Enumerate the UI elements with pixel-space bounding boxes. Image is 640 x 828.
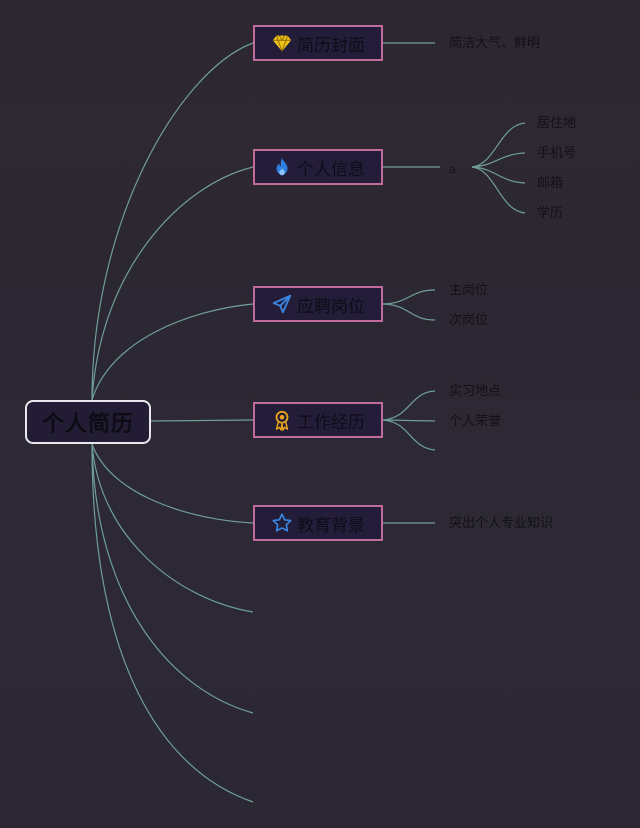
connector-b4-leaf-3 <box>382 419 436 451</box>
branch-node-personal-info[interactable]: 个人信息 <box>253 149 383 185</box>
connector-root-empty-2 <box>91 443 254 714</box>
leaf-secondary-position[interactable]: 次岗位 <box>449 313 489 328</box>
connector-root-branch-4 <box>150 419 254 422</box>
branch-node-position[interactable]: 应聘岗位 <box>253 286 383 322</box>
connector-b3-leaf-2 <box>382 303 436 321</box>
paper-plane-icon <box>271 293 293 315</box>
connector-b4-leaf-2 <box>382 419 436 422</box>
branch-node-work-experience[interactable]: 工作经历 <box>253 402 383 438</box>
diamond-icon <box>271 32 293 54</box>
flame-icon <box>271 156 293 178</box>
leaf-email[interactable]: 邮箱 <box>537 176 564 191</box>
root-label: 个人简历 <box>41 412 134 437</box>
leaf-cover-style[interactable]: 简洁大气、鲜明 <box>449 36 541 51</box>
connector-root-branch-3 <box>91 303 254 401</box>
leaf-phone[interactable]: 手机号 <box>537 146 577 161</box>
branch-label: 应聘岗位 <box>297 296 365 317</box>
connector-root-empty-1 <box>91 443 254 613</box>
leaf-internship-location[interactable]: 实习地点 <box>449 384 502 399</box>
leaf-education-level[interactable]: 学历 <box>537 206 564 221</box>
connector-root-branch-1 <box>91 42 254 401</box>
connector-b3-leaf-1 <box>382 289 436 305</box>
branch-node-cover[interactable]: 简历封面 <box>253 25 383 61</box>
leaf-residence[interactable]: 居住地 <box>537 116 577 131</box>
connector-b2-leaf-1 <box>471 122 526 168</box>
connector-root-branch-5 <box>91 443 254 524</box>
connector-root-branch-2 <box>91 166 254 401</box>
leaf-professional-knowledge[interactable]: 突出个人专业知识 <box>449 516 554 531</box>
leaf-personal-honors[interactable]: 个人荣誉 <box>449 414 502 429</box>
branch-label: 简历封面 <box>297 35 365 56</box>
connector-b2-leaf-4 <box>471 166 526 214</box>
award-ribbon-icon <box>271 409 293 431</box>
connector-b4-leaf-1 <box>382 390 436 421</box>
root-node[interactable]: 个人简历 <box>25 400 151 444</box>
branch-label: 教育背景 <box>297 515 365 536</box>
star-icon <box>271 512 293 534</box>
branch-label: 工作经历 <box>297 412 365 433</box>
leaf-main-position[interactable]: 主岗位 <box>449 283 489 298</box>
connector-root-empty-3 <box>91 443 254 803</box>
branch-node-education[interactable]: 教育背景 <box>253 505 383 541</box>
branch-label: 个人信息 <box>297 159 365 180</box>
connector-label-a[interactable]: a <box>449 162 457 176</box>
connector-b2-leaf-2 <box>471 152 526 168</box>
